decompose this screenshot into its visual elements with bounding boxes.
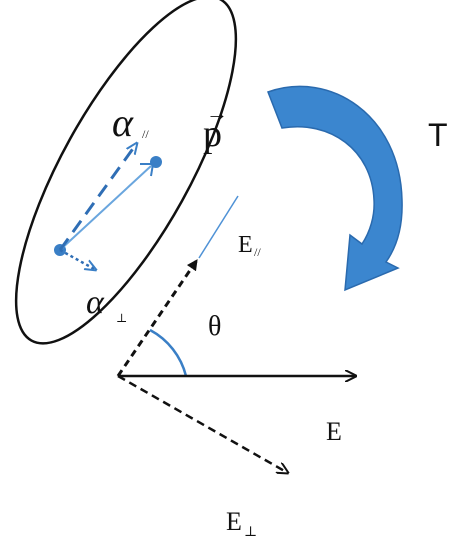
theta-label: θ — [208, 311, 221, 342]
e-parallel-line — [198, 195, 239, 259]
alpha-parallel-arrow — [58, 143, 137, 251]
e-perp-label: E — [226, 507, 242, 536]
molecule-ellipse — [14, 0, 238, 345]
e-parallel-label: E — [238, 232, 253, 258]
e-parallel-subscript: // — [254, 245, 261, 259]
e-field-label: E — [326, 417, 342, 446]
dipole-label: p — [203, 113, 222, 155]
alpha-perp-arrow — [59, 248, 96, 270]
alpha-perp-label: α — [86, 284, 105, 321]
alpha-parallel-subscript: // — [142, 127, 149, 141]
dipole-vector — [54, 156, 162, 256]
torque-label: T — [428, 117, 448, 153]
alpha-perp-subscript: ⊥ — [116, 311, 127, 325]
e-perp-subscript: ⊥ — [244, 525, 257, 540]
alpha-parallel-label: α — [112, 100, 134, 145]
dipole-label-arrow: → — [206, 100, 228, 125]
e-perp-component-arrow — [117, 374, 288, 473]
theta-arc — [149, 328, 188, 377]
torque-curved-arrow — [267, 85, 403, 292]
